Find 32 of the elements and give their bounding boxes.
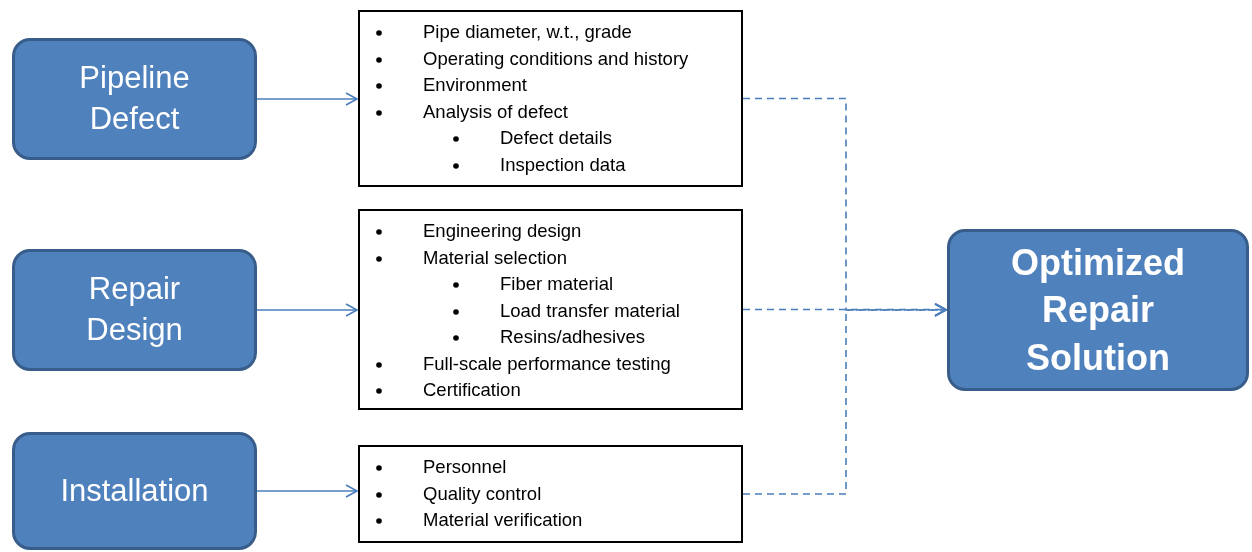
bullet-item: Quality control: [423, 482, 542, 504]
stage-box: [12, 38, 257, 160]
bullet-item: Full-scale performance testing: [423, 352, 671, 374]
arrow: [256, 303, 358, 317]
bullet-item: Personnel: [423, 456, 507, 477]
stage-box: [12, 249, 257, 371]
box-label: Repair Design: [85, 270, 184, 349]
arrow: [256, 484, 358, 498]
bullet-item: Resins/adhesives: [500, 326, 645, 347]
result-box: [947, 229, 1249, 391]
bullet-item: Material selection: [423, 246, 567, 268]
bullet-list-box: [358, 445, 743, 543]
dashed-arrow: [742, 302, 947, 317]
box-label: Installation: [59, 471, 210, 510]
bullet-item: Material verification: [423, 509, 583, 530]
bullet-item: Defect details: [500, 127, 613, 148]
arrow: [256, 92, 358, 106]
bullet-item: Pipe diameter, w.t., grade: [423, 21, 632, 42]
bullet-item: Operating conditions and history: [423, 47, 689, 69]
bullet-item: Engineering design: [423, 220, 582, 241]
dashed-arrow: [742, 303, 947, 495]
stage-box: [12, 432, 257, 550]
box-label: Optimized Repair Solution: [1010, 240, 1186, 380]
bullet-list-box: [358, 209, 743, 410]
bullet-item: Inspection data: [500, 153, 626, 175]
bullet-item: Certification: [423, 379, 521, 400]
box-label: Pipeline Defect: [78, 59, 191, 138]
bullet-item: Fiber material: [500, 273, 614, 294]
bullet-item: Load transfer material: [500, 299, 680, 321]
bullet-item: Environment: [423, 74, 527, 95]
bullet-item: Analysis of defect: [423, 100, 568, 122]
bullet-list-box: [358, 10, 743, 187]
